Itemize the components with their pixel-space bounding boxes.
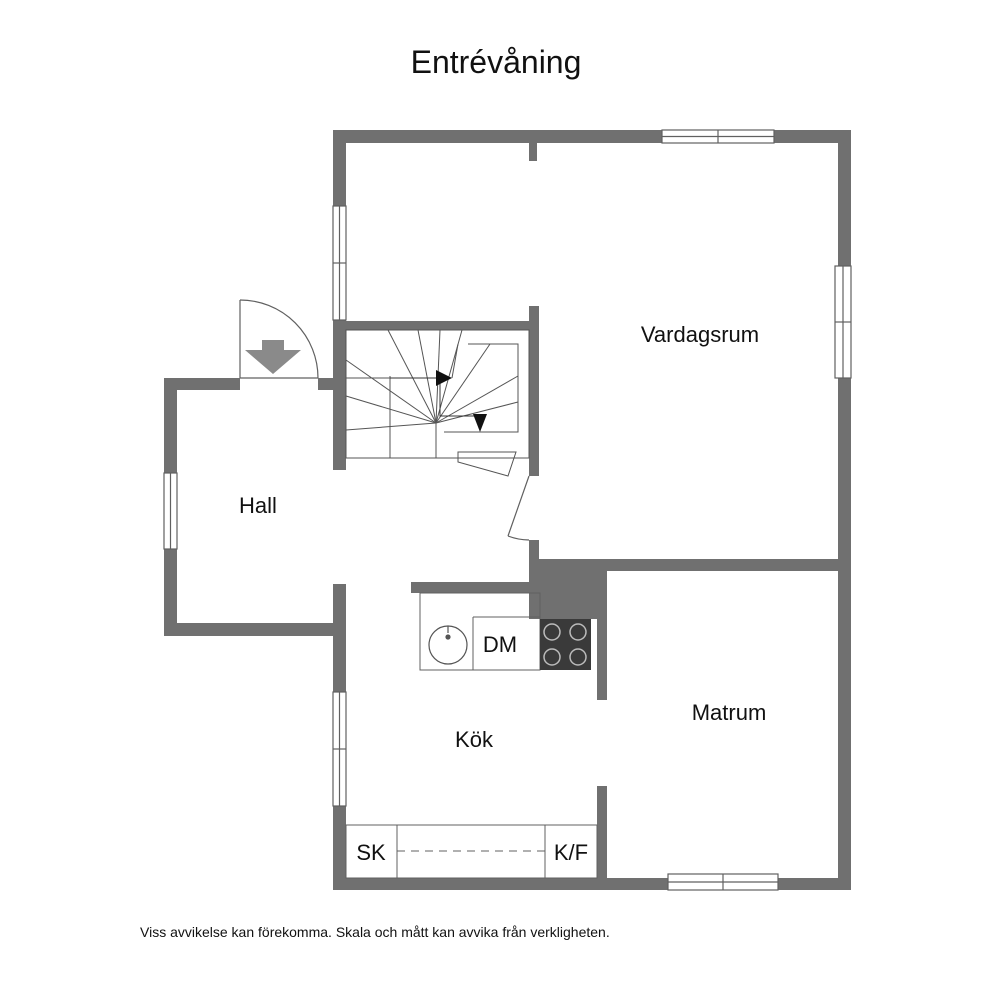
window-living-left <box>332 205 347 321</box>
window-kitchen-left <box>332 691 347 807</box>
room-label-kok: Kök <box>455 727 494 752</box>
kitchen-counter <box>419 592 541 671</box>
room-label-matrum: Matrum <box>692 700 767 725</box>
window-dining-bottom <box>667 873 779 891</box>
wall-hall-top-left <box>164 378 240 390</box>
room-label-hall: Hall <box>239 493 277 518</box>
wall-right <box>838 130 851 890</box>
fixture-label-dishwasher: DM <box>483 632 517 657</box>
wall-living-dining <box>529 559 851 571</box>
bottom-cabinets <box>345 824 598 879</box>
windows <box>163 129 852 891</box>
fixture-label-storage: SK <box>356 840 386 865</box>
entrance-arrow-icon <box>245 340 301 374</box>
window-living-top <box>661 129 775 144</box>
wall-kitchen-dining-upper <box>597 559 607 700</box>
wall-kitchen-counter <box>411 582 540 593</box>
door-living <box>507 475 530 541</box>
room-label-vardagsrum: Vardagsrum <box>641 322 759 347</box>
wall-stair-right <box>529 306 539 476</box>
disclaimer-text: Viss avvikelse kan förekomma. Skala och … <box>140 924 610 940</box>
wall-kitchen-dining-lower <box>597 786 607 890</box>
floor-plan-title: Entrévåning <box>410 44 582 80</box>
stair-arrow-down-icon <box>473 414 487 432</box>
wall-hall-top-right <box>318 378 346 390</box>
wall-stub-top <box>529 143 537 161</box>
stair-arrow-up-icon <box>436 370 452 386</box>
staircase <box>345 329 530 477</box>
chimney-block <box>529 559 607 619</box>
wall-stair-top <box>333 321 539 330</box>
window-living-right <box>834 265 852 379</box>
fixture-label-fridge: K/F <box>554 840 588 865</box>
wall-hall-bottom <box>164 623 346 636</box>
stove-icon <box>540 619 591 670</box>
sink-icon <box>428 625 468 665</box>
wall-living-bottom <box>529 540 539 570</box>
window-hall-left <box>163 472 178 550</box>
entrance-door <box>239 299 319 379</box>
